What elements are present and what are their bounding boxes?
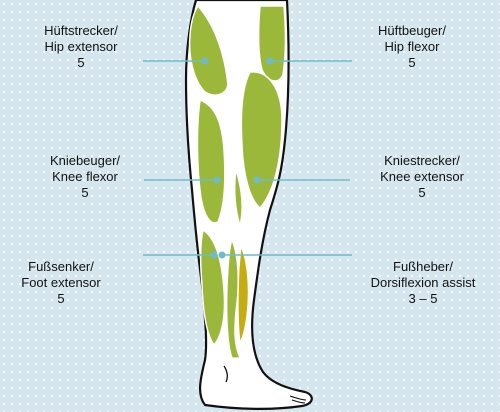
label-foot-extensor: Fußsenker/ Foot extensor 5 xyxy=(0,259,136,307)
label-knee-flexor-de: Kniebeuger/ xyxy=(10,153,160,169)
label-knee-extensor-de: Kniestrecker/ xyxy=(347,153,497,169)
label-knee-extensor: Kniestrecker/ Knee extensor 5 xyxy=(347,153,497,201)
label-hip-extensor-en: Hip extensor xyxy=(6,39,156,55)
hip-flexor-muscle xyxy=(259,6,286,81)
label-knee-flexor-grade: 5 xyxy=(10,185,160,201)
label-hip-flexor: Hüftbeuger/ Hip flexor 5 xyxy=(337,23,487,71)
label-foot-extensor-grade: 5 xyxy=(0,291,136,307)
label-hip-flexor-de: Hüftbeuger/ xyxy=(337,23,487,39)
label-knee-flexor-en: Knee flexor xyxy=(10,169,160,185)
label-dorsiflexion-en: Dorsiflexion assist xyxy=(348,275,498,291)
label-hip-extensor: Hüftstrecker/ Hip extensor 5 xyxy=(6,23,156,71)
label-knee-extensor-en: Knee extensor xyxy=(347,169,497,185)
label-foot-extensor-de: Fußsenker/ xyxy=(0,259,136,275)
label-dorsiflexion-de: Fußheber/ xyxy=(348,259,498,275)
label-hip-extensor-de: Hüftstrecker/ xyxy=(6,23,156,39)
label-knee-extensor-grade: 5 xyxy=(347,185,497,201)
label-dorsiflexion: Fußheber/ Dorsiflexion assist 3 – 5 xyxy=(348,259,498,307)
label-dorsiflexion-grade: 3 – 5 xyxy=(348,291,498,307)
label-foot-extensor-en: Foot extensor xyxy=(0,275,136,291)
label-hip-flexor-grade: 5 xyxy=(337,55,487,71)
label-hip-extensor-grade: 5 xyxy=(6,55,156,71)
label-knee-flexor: Kniebeuger/ Knee flexor 5 xyxy=(10,153,160,201)
label-hip-flexor-en: Hip flexor xyxy=(337,39,487,55)
